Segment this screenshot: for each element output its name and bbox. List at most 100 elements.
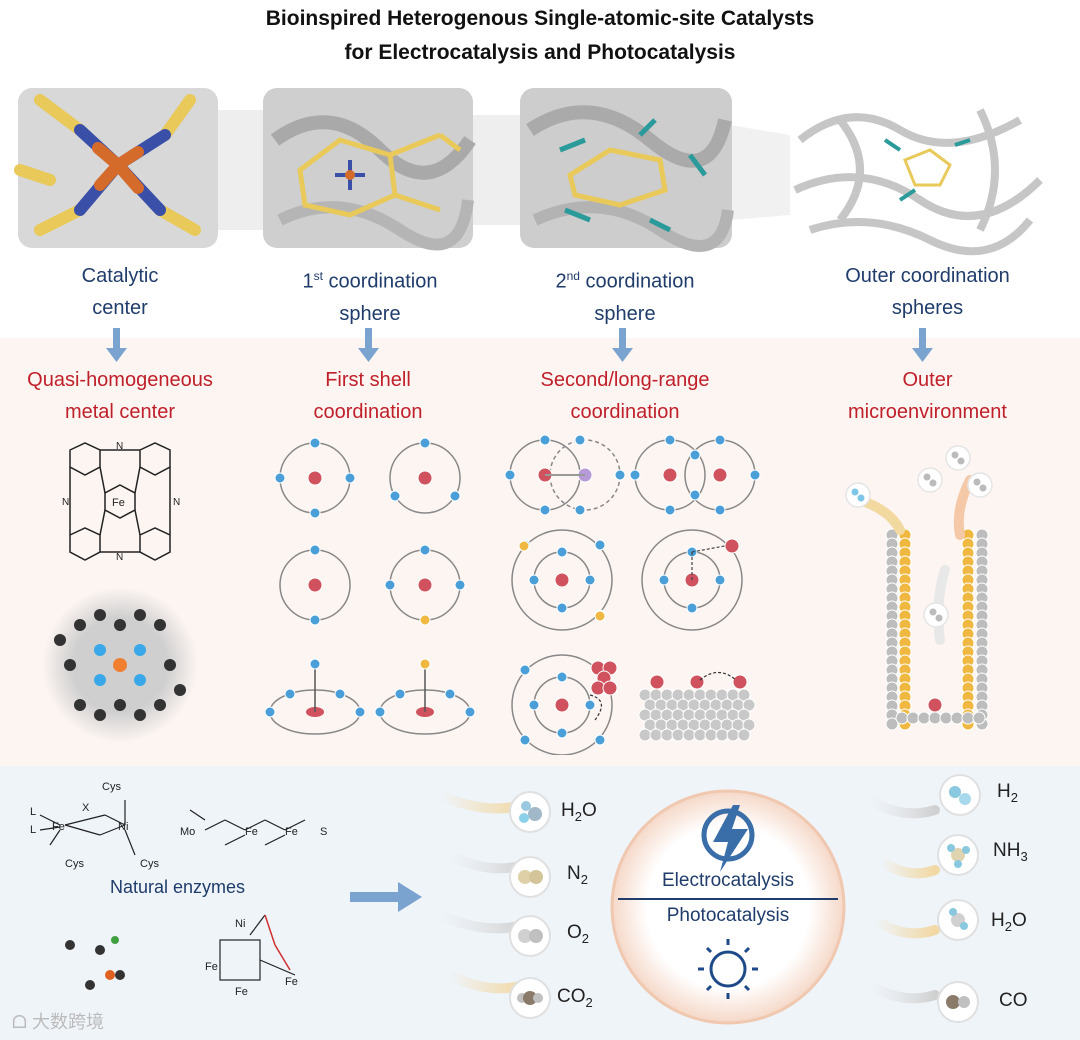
atom	[394, 688, 406, 700]
svg-text:N: N	[116, 441, 123, 452]
catalytic-center-image	[14, 88, 218, 248]
atom	[384, 579, 396, 591]
atom	[664, 434, 676, 446]
atom	[714, 504, 726, 516]
atom	[614, 469, 626, 481]
atom	[419, 614, 431, 626]
first-shell-diagrams	[265, 437, 476, 735]
molecule-atom	[928, 478, 938, 488]
surface-atom	[638, 728, 652, 742]
dashed-bond	[691, 544, 731, 553]
svg-text:Ni: Ni	[235, 918, 245, 930]
metal-atom	[554, 697, 570, 713]
surface-atom	[649, 728, 663, 742]
o2-reactant-molecule	[509, 915, 551, 957]
atom	[539, 504, 551, 516]
wall-atom	[950, 711, 964, 725]
coordination-ring	[641, 529, 743, 631]
svg-text:Fe: Fe	[205, 961, 218, 973]
h2o-reactant-molecule	[509, 791, 551, 833]
phthalocyanine-structure: Fe N N N N	[62, 441, 180, 563]
down-arrow	[358, 328, 379, 362]
molecule-atom	[850, 487, 860, 497]
dashed-arrow	[589, 694, 602, 721]
svg-text:Fe: Fe	[285, 826, 298, 838]
surface-atom	[671, 728, 685, 742]
down-arrow	[106, 328, 127, 362]
atom	[594, 539, 606, 551]
atom	[309, 507, 321, 519]
molecule-atom	[956, 456, 966, 466]
second-shell-diagrams	[504, 434, 761, 755]
svg-text:Cys: Cys	[140, 858, 159, 870]
metal-atom	[712, 467, 728, 483]
metal-atom	[417, 470, 433, 486]
motion-streak	[870, 915, 940, 939]
atom	[344, 472, 356, 484]
molecule-atom	[928, 607, 938, 617]
surface-atom	[693, 728, 707, 742]
molecule-atom	[978, 483, 988, 493]
structure-images	[14, 88, 1043, 256]
svg-text:Fe: Fe	[285, 976, 298, 988]
outer-sphere-image	[793, 108, 1043, 256]
photocatalysis-label: Photocatalysis	[666, 905, 790, 926]
fe-atom-label: Fe	[112, 497, 125, 509]
metal-atom	[307, 577, 323, 593]
cluster-atom	[602, 680, 618, 696]
atom	[594, 610, 606, 622]
atom	[584, 574, 596, 586]
svg-text:Fe: Fe	[235, 986, 248, 998]
atom	[556, 727, 568, 739]
atom	[594, 734, 606, 746]
svg-text:N: N	[173, 497, 180, 508]
atom	[749, 469, 761, 481]
axial-atom	[309, 658, 321, 670]
atom	[389, 490, 401, 502]
metal-atom	[732, 674, 748, 690]
sun-icon	[698, 939, 758, 999]
surface-atom	[704, 728, 718, 742]
atom	[689, 449, 701, 461]
down-arrow	[612, 328, 633, 362]
product-h2: H2	[997, 781, 1018, 805]
svg-text:L: L	[30, 824, 36, 836]
atom	[556, 546, 568, 558]
molecule-atom	[934, 613, 944, 623]
metal-atom	[689, 674, 705, 690]
atom	[519, 664, 531, 676]
atom	[274, 472, 286, 484]
svg-text:Ni: Ni	[118, 821, 128, 833]
product-nh3: NH3	[993, 840, 1028, 864]
product-h2o: H2O	[991, 910, 1027, 934]
atom	[374, 706, 386, 718]
molecule-atom	[950, 450, 960, 460]
atom	[519, 734, 531, 746]
watermark: ᗝ 大数跨境	[12, 1012, 104, 1032]
atom	[354, 706, 366, 718]
wall-atom	[928, 711, 942, 725]
atom	[574, 504, 586, 516]
atom	[658, 574, 670, 586]
atom	[449, 490, 461, 502]
first-sphere-label: 1st coordination sphere	[302, 269, 438, 325]
reactant-h2o: H2O	[561, 800, 597, 824]
atom	[464, 706, 476, 718]
surface-atom	[726, 728, 740, 742]
second-sphere-label: 2nd coordination sphere	[555, 269, 695, 325]
co-product-molecule	[937, 981, 979, 1023]
atom	[584, 699, 596, 711]
svg-text:N: N	[62, 497, 69, 508]
lightning-icon	[701, 805, 755, 872]
outer-microenvironment-diagram	[845, 445, 993, 731]
single-atom-site	[927, 697, 943, 713]
n2-reactant-molecule	[509, 856, 551, 898]
atom	[444, 688, 456, 700]
title-line-1: Bioinspired Heterogenous Single-atomic-s…	[265, 7, 815, 30]
h2-product-molecule	[939, 774, 981, 816]
atom	[574, 434, 586, 446]
molecules	[435, 774, 981, 1023]
right-arrow	[350, 882, 422, 912]
